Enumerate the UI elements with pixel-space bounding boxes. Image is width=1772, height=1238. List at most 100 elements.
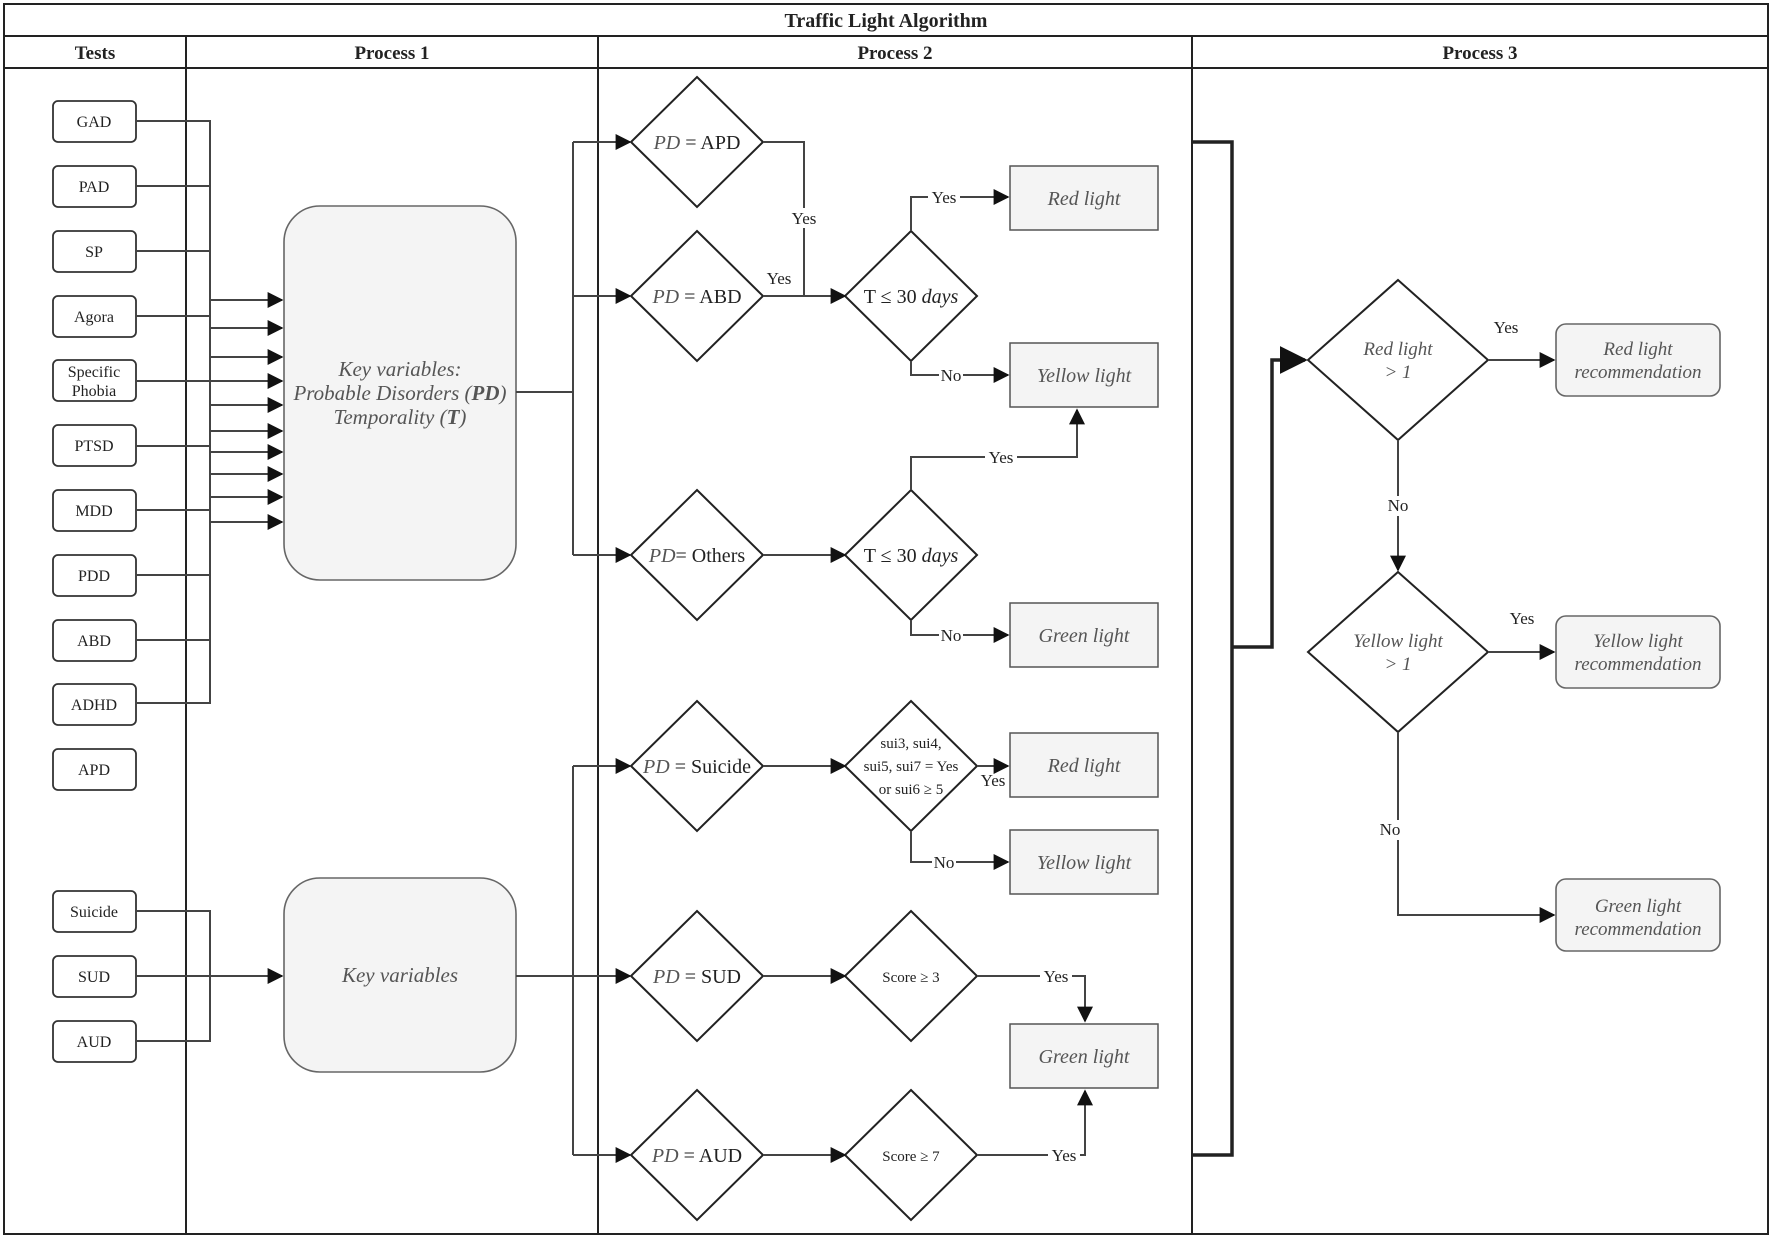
process2-to-process3-bracket xyxy=(1192,140,1308,1157)
svg-text:Yes: Yes xyxy=(767,269,792,288)
tests-connector-upper xyxy=(136,120,284,704)
decision-suicide-items: sui3, sui4, sui5, sui7 = Yes or sui6 ≥ 5 xyxy=(843,699,979,833)
test-box-agora: Agora xyxy=(52,295,137,338)
svg-text:Key variables:: Key variables: xyxy=(337,357,461,381)
svg-text:Probable Disorders (PD): Probable Disorders (PD) xyxy=(292,381,506,405)
tests-connector-lower xyxy=(136,910,284,1042)
svg-text:Key variables: Key variables xyxy=(341,963,458,987)
decision-pd-sud: PD = SUD xyxy=(629,909,765,1043)
decision-pd-abd: PD = ABD xyxy=(629,229,765,363)
svg-text:Yes: Yes xyxy=(1510,609,1535,628)
svg-text:PDD: PDD xyxy=(78,568,110,585)
decision-pd-aud: PD = AUD xyxy=(629,1088,765,1222)
svg-text:PD = Suicide: PD = Suicide xyxy=(642,756,751,778)
light-box-green-2: Green light xyxy=(1009,1023,1159,1089)
test-box-aud: AUD xyxy=(52,1020,137,1063)
svg-text:APD: APD xyxy=(78,762,110,779)
diagram-title: Traffic Light Algorithm xyxy=(785,10,988,32)
recommendation-yellow: Yellow light recommendation xyxy=(1555,615,1721,689)
svg-text:AUD: AUD xyxy=(77,1034,112,1051)
svg-text:Red light: Red light xyxy=(1047,188,1121,210)
key-variables-box-lower: Key variables xyxy=(283,877,517,1073)
svg-text:PD = AUD: PD = AUD xyxy=(651,1145,742,1167)
lane-title-process-3: Process 3 xyxy=(1442,43,1517,64)
test-box-gad: GAD xyxy=(52,100,137,143)
diagram-frame xyxy=(3,3,1769,1235)
svg-text:PAD: PAD xyxy=(79,179,110,196)
decision-score-sud: Score ≥ 3 xyxy=(843,909,979,1043)
decision-score-aud: Score ≥ 7 xyxy=(843,1088,979,1222)
svg-text:Yellow light: Yellow light xyxy=(1037,365,1132,387)
svg-text:Green light: Green light xyxy=(1039,625,1130,647)
svg-text:Yes: Yes xyxy=(1052,1146,1077,1165)
svg-text:Score ≥ 7: Score ≥ 7 xyxy=(882,1149,940,1165)
svg-text:No: No xyxy=(941,626,962,645)
svg-text:Yes: Yes xyxy=(932,188,957,207)
svg-text:Suicide: Suicide xyxy=(70,904,118,921)
svg-text:> 1: > 1 xyxy=(1384,654,1411,675)
svg-text:Red light: Red light xyxy=(1362,339,1433,360)
svg-text:Score ≥ 3: Score ≥ 3 xyxy=(882,970,939,986)
light-box-yellow-1: Yellow light xyxy=(1009,342,1159,408)
svg-text:Red light: Red light xyxy=(1047,755,1121,777)
svg-text:recommendation: recommendation xyxy=(1575,654,1702,675)
svg-text:PD = SUD: PD = SUD xyxy=(652,966,741,988)
svg-text:sui5, sui7 = Yes: sui5, sui7 = Yes xyxy=(864,759,959,775)
svg-text:No: No xyxy=(1380,820,1401,839)
svg-text:Agora: Agora xyxy=(74,309,114,326)
svg-text:Yes: Yes xyxy=(1494,318,1519,337)
test-box-abd: ABD xyxy=(52,619,137,662)
svg-text:Yellow light: Yellow light xyxy=(1037,852,1132,874)
process2-connectors xyxy=(763,141,1093,1163)
decision-temporality-1: T ≤ 30 days xyxy=(843,229,979,363)
svg-text:ABD: ABD xyxy=(77,633,111,650)
svg-text:Yes: Yes xyxy=(792,209,817,228)
decision-pd-others: PD= Others xyxy=(629,488,765,622)
light-box-green-1: Green light xyxy=(1009,602,1159,668)
svg-text:PTSD: PTSD xyxy=(74,438,113,455)
decision-temporality-2: T ≤ 30 days xyxy=(843,488,979,622)
svg-text:PD = ABD: PD = ABD xyxy=(651,286,741,308)
svg-text:No: No xyxy=(941,366,962,385)
test-box-pdd: PDD xyxy=(52,554,137,597)
decision-yellow-light-count: Yellow light > 1 xyxy=(1306,570,1490,734)
test-box-sp: SP xyxy=(52,230,137,273)
specific-phobia-line1: Specific xyxy=(68,364,120,381)
process1-to-process2-lower xyxy=(516,758,632,1163)
svg-text:Red light: Red light xyxy=(1602,339,1673,360)
svg-text:PD= Others: PD= Others xyxy=(648,545,745,567)
lane-title-process-2: Process 2 xyxy=(857,43,932,64)
lane-title-tests: Tests xyxy=(75,43,115,64)
svg-text:MDD: MDD xyxy=(75,503,112,520)
key-variables-box-upper: Key variables: Probable Disorders (PD) T… xyxy=(283,205,517,581)
svg-text:SUD: SUD xyxy=(78,969,110,986)
svg-text:T ≤ 30 days: T ≤ 30 days xyxy=(864,286,959,308)
svg-text:or sui6 ≥ 5: or sui6 ≥ 5 xyxy=(879,782,943,798)
svg-text:recommendation: recommendation xyxy=(1575,362,1702,383)
svg-text:recommendation: recommendation xyxy=(1575,919,1702,940)
svg-text:SP: SP xyxy=(85,244,103,261)
test-box-adhd: ADHD xyxy=(52,683,137,726)
svg-text:T ≤ 30 days: T ≤ 30 days xyxy=(864,545,959,567)
lane-title-process-1: Process 1 xyxy=(354,43,429,64)
process1-to-process2-upper xyxy=(516,134,632,563)
recommendation-green: Green light recommendation xyxy=(1555,878,1721,952)
svg-text:Yellow light: Yellow light xyxy=(1353,631,1443,652)
svg-text:GAD: GAD xyxy=(77,114,112,131)
svg-text:Yes: Yes xyxy=(989,448,1014,467)
decision-pd-suicide: PD = Suicide xyxy=(629,699,765,833)
svg-text:Green light: Green light xyxy=(1595,896,1682,917)
test-box-mdd: MDD xyxy=(52,489,137,532)
svg-text:sui3, sui4,: sui3, sui4, xyxy=(880,736,941,752)
test-box-pad: PAD xyxy=(52,165,137,208)
svg-text:No: No xyxy=(1388,496,1409,515)
svg-text:ADHD: ADHD xyxy=(71,697,117,714)
specific-phobia-line2: Phobia xyxy=(72,383,116,400)
svg-text:PD = APD: PD = APD xyxy=(653,132,741,154)
svg-text:Yellow light: Yellow light xyxy=(1593,631,1683,652)
svg-text:Green light: Green light xyxy=(1039,1046,1130,1068)
svg-text:Temporality (T): Temporality (T) xyxy=(334,405,467,429)
test-box-suicide: Suicide xyxy=(52,890,137,933)
